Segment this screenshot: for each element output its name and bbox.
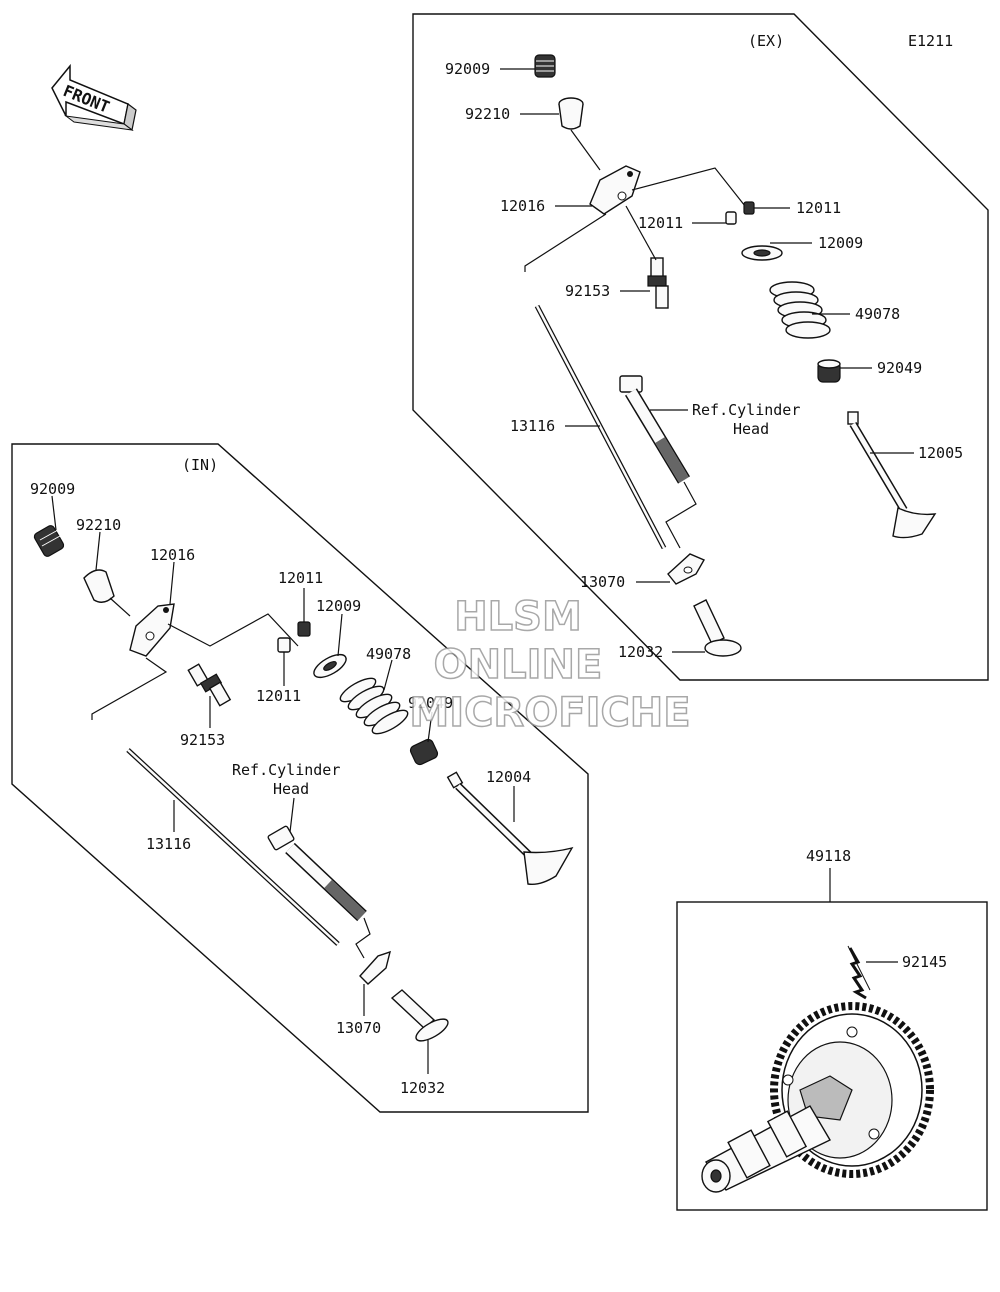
ex-part-13070: 13070 xyxy=(580,573,625,591)
ex-pivot-icon xyxy=(558,97,584,130)
ex-part-12016: 12016 xyxy=(500,197,545,215)
watermark-line3: MICROFICHE xyxy=(409,690,690,736)
in-pivot-icon xyxy=(83,569,115,603)
camshaft-assembly-number: 49118 xyxy=(806,847,851,865)
in-part-12011-b: 12011 xyxy=(256,687,301,705)
ex-part-92049: 92049 xyxy=(877,359,922,377)
in-valve-spring-icon xyxy=(339,677,409,735)
in-part-92049: 92049 xyxy=(408,694,453,712)
in-part-92210: 92210 xyxy=(76,516,121,534)
in-part-49078: 49078 xyxy=(366,645,411,663)
ex-section-frame xyxy=(412,13,989,681)
front-arrow-icon: FRONT xyxy=(51,63,137,132)
ex-ref-line2: Head xyxy=(733,420,769,438)
ex-part-49078: 49078 xyxy=(855,305,900,323)
in-intake-valve-icon xyxy=(446,771,574,886)
ex-part-12011-a: 12011 xyxy=(638,214,683,232)
ex-push-rod-icon xyxy=(534,304,667,550)
in-spring-retainer-icon xyxy=(313,653,347,679)
in-rocker-stud-icon xyxy=(187,663,232,707)
in-adjuster-nut-icon xyxy=(33,525,65,557)
in-part-12032: 12032 xyxy=(400,1079,445,1097)
ex-ref-line1: Ref.Cylinder xyxy=(692,401,800,419)
ex-part-13116: 13116 xyxy=(510,417,555,435)
ex-adjuster-nut-icon xyxy=(534,54,556,78)
in-part-92153: 92153 xyxy=(180,731,225,749)
ex-part-92210: 92210 xyxy=(465,105,510,123)
in-rocker-arm-icon xyxy=(129,603,175,657)
ex-rocker-arm-icon xyxy=(589,165,641,215)
in-part-12009: 12009 xyxy=(316,597,361,615)
ex-valve-keeper-icon xyxy=(725,201,755,225)
ex-spring-retainer-icon xyxy=(741,245,783,261)
in-ref-line1: Ref.Cylinder xyxy=(232,761,340,779)
camshaft-icon xyxy=(701,1105,831,1193)
ex-part-92009: 92009 xyxy=(445,60,490,78)
watermark-line2: ONLINE xyxy=(434,642,603,688)
watermark: HLSM ONLINE MICROFICHE xyxy=(409,593,692,737)
ex-part-12005: 12005 xyxy=(918,444,963,462)
in-section-frame xyxy=(11,443,589,1113)
ex-valve-spring-icon xyxy=(769,281,831,339)
in-tappet-icon xyxy=(390,989,449,1042)
ex-cylinder-head-bolt-icon xyxy=(619,375,690,484)
in-part-12004: 12004 xyxy=(486,768,531,786)
in-part-13116: 13116 xyxy=(146,835,191,853)
in-push-rod-guide-icon xyxy=(359,950,391,985)
in-valve-keeper-icon xyxy=(277,621,311,653)
watermark-line1: HLSM xyxy=(454,594,582,640)
in-section: (IN) 92009 92210 12016 xyxy=(11,443,589,1113)
in-section-title: (IN) xyxy=(182,456,218,474)
ex-exhaust-valve-icon xyxy=(847,411,937,539)
in-push-rod-icon xyxy=(126,748,340,946)
in-part-12016: 12016 xyxy=(150,546,195,564)
ex-rocker-stud-icon xyxy=(647,257,669,309)
ex-part-12011-b: 12011 xyxy=(796,199,841,217)
in-valve-stem-seal-icon xyxy=(409,738,439,766)
ex-push-rod-guide-icon xyxy=(667,553,705,585)
ex-part-12009: 12009 xyxy=(818,234,863,252)
compression-release-spring-icon xyxy=(847,945,871,1000)
camshaft-part-92145: 92145 xyxy=(902,953,947,971)
diagram-code: E1211 xyxy=(908,32,953,50)
in-cylinder-head-bolt-icon xyxy=(267,825,367,922)
ex-section-title: (EX) xyxy=(748,32,784,50)
in-ref-line2: Head xyxy=(273,780,309,798)
in-part-92009: 92009 xyxy=(30,480,75,498)
ex-part-12032: 12032 xyxy=(618,643,663,661)
in-part-13070: 13070 xyxy=(336,1019,381,1037)
ex-section: (EX) 92009 92210 12016 xyxy=(412,13,989,681)
camshaft-section-frame xyxy=(676,901,988,1211)
in-part-12011-a: 12011 xyxy=(278,569,323,587)
camshaft-section: 49118 92145 xyxy=(676,847,988,1211)
ex-valve-stem-seal-icon xyxy=(817,359,841,383)
ex-part-92153: 92153 xyxy=(565,282,610,300)
ex-tappet-icon xyxy=(693,599,742,657)
